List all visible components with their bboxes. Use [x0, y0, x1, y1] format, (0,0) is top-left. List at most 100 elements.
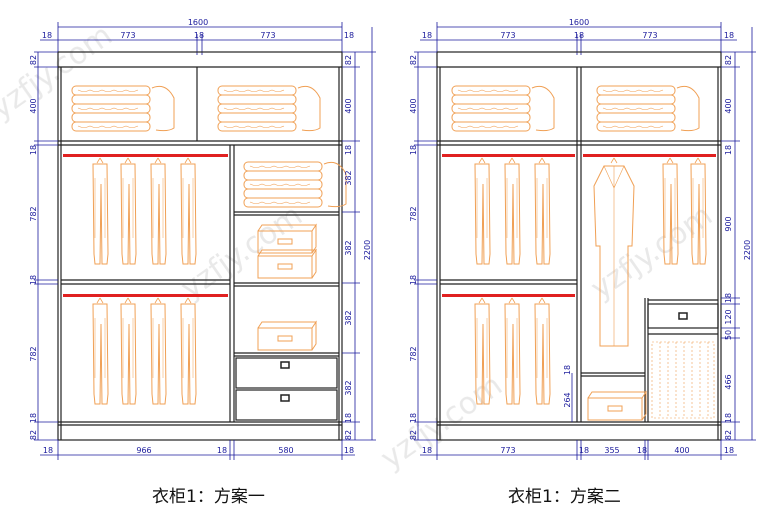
- hanging-rod-b-left-lower: [442, 294, 575, 297]
- watermark-text-2: yzfjy.com: [175, 198, 309, 307]
- dim-left-a-18-1: 18: [29, 145, 38, 155]
- dim-right-b-18-bottom: 18: [724, 413, 733, 423]
- bottom-dimension-lines-a: [40, 440, 355, 460]
- dim-right-a-18-bottom: 18: [344, 413, 353, 423]
- dim-inner-b-18: 18: [563, 365, 572, 375]
- dim-left-a-18-2: 18: [29, 275, 38, 285]
- dim-right-a-382-2: 382: [344, 240, 353, 255]
- dim-right-a-382-4: 382: [344, 380, 353, 395]
- dim-right-a-382-3: 382: [344, 310, 353, 325]
- hanging-rod-b-left-upper: [442, 154, 575, 157]
- dim-right-side-a: 18: [344, 31, 354, 40]
- dim-left-b-82-top: 82: [409, 55, 418, 65]
- dim-seg1-a: 773: [120, 31, 135, 40]
- dim-right-b-18-1: 18: [724, 145, 733, 155]
- dim-total-width-b: 1600: [569, 18, 589, 27]
- left-dimension-lines-b: [414, 51, 573, 441]
- dim-height-b: 2200: [743, 240, 752, 260]
- trousers-a-3: [150, 157, 167, 265]
- coat-b: [593, 157, 635, 347]
- hanging-rod-a-upper: [63, 154, 228, 157]
- drawer-handle-b: [678, 312, 688, 320]
- watermark-text-1: yzfjy.com: [0, 18, 119, 127]
- trousers-b-3: [534, 157, 551, 265]
- dim-left-a-82-bottom: 82: [29, 430, 38, 440]
- dim-right-b-50: 50: [724, 330, 733, 340]
- dim-left-side-a: 18: [42, 31, 52, 40]
- drawer-handle-a1: [280, 361, 290, 369]
- dim-bottom-a-right: 18: [344, 446, 354, 455]
- storage-box-b: [587, 391, 647, 421]
- wardrobe-plan-a: 1600 18 773 18 773 18: [29, 18, 376, 460]
- folded-clothes-a-side: [243, 161, 347, 208]
- dim-left-side-b: 18: [422, 31, 432, 40]
- dim-left-a-82-top: 82: [29, 55, 38, 65]
- dim-height-a: 2200: [363, 240, 372, 260]
- trousers-b-6: [534, 297, 551, 405]
- dim-right-a-400: 400: [344, 98, 353, 113]
- caption-plan-a: 衣柜1：方案一: [152, 487, 265, 507]
- caption-plan-b: 衣柜1：方案二: [508, 487, 621, 507]
- right-dimension-lines-a: [342, 27, 376, 441]
- dim-bottom-b-mid2: 18: [637, 446, 647, 455]
- wardrobe-plan-b: 1600 18 773 18 773 18: [409, 18, 756, 460]
- dim-bottom-b-mid: 18: [579, 446, 589, 455]
- dim-left-b-18-3: 18: [409, 413, 418, 423]
- dim-seg1-b: 773: [500, 31, 515, 40]
- dim-left-b-18-2: 18: [409, 275, 418, 285]
- dim-right-b-82-bottom: 82: [724, 430, 733, 440]
- trousers-b-2: [504, 157, 521, 265]
- dim-left-b-82-bottom: 82: [409, 430, 418, 440]
- dim-bottom-b-773: 773: [500, 446, 515, 455]
- frame-a: [57, 51, 343, 441]
- trousers-b-5: [504, 297, 521, 405]
- dim-total-width-a: 1600: [188, 18, 208, 27]
- dim-right-b-82-top: 82: [724, 55, 733, 65]
- trousers-a-8: [180, 297, 197, 405]
- dim-right-a-82-top: 82: [344, 55, 353, 65]
- dim-right-b-18-2: 18: [724, 293, 733, 303]
- top-dimensions-b: [420, 22, 737, 55]
- dim-bottom-a-580: 580: [278, 446, 293, 455]
- dim-mid-a: 18: [194, 31, 204, 40]
- dim-bottom-b-355: 355: [604, 446, 619, 455]
- dim-seg2-b: 773: [642, 31, 657, 40]
- frame-b: [436, 51, 722, 441]
- dim-bottom-b-left: 18: [422, 446, 432, 455]
- dim-bottom-b-right: 18: [724, 446, 734, 455]
- folded-clothes-b-right: [596, 85, 700, 132]
- dim-bottom-a-left: 18: [43, 446, 53, 455]
- left-dimension-lines-a: [34, 51, 58, 441]
- dim-left-b-400: 400: [409, 98, 418, 113]
- dim-inner-b-264: 264: [563, 392, 572, 407]
- dim-right-a-18-1: 18: [344, 145, 353, 155]
- dim-left-a-782-1: 782: [29, 206, 38, 221]
- hanging-rod-b-right: [583, 154, 716, 157]
- pull-out-basket-b: [651, 341, 715, 419]
- dim-left-b-782-2: 782: [409, 346, 418, 361]
- top-dimensions-a: [40, 22, 343, 55]
- dim-left-a-400: 400: [29, 98, 38, 113]
- dim-right-b-466: 466: [724, 374, 733, 389]
- trousers-a-2: [120, 157, 137, 265]
- trousers-a-4: [180, 157, 197, 265]
- dim-mid-b: 18: [574, 31, 584, 40]
- trousers-a-6: [120, 297, 137, 405]
- dim-bottom-b-400: 400: [674, 446, 689, 455]
- bottom-dimension-lines-b: [420, 440, 737, 460]
- trousers-a-7: [150, 297, 167, 405]
- dim-left-a-782-2: 782: [29, 346, 38, 361]
- dim-seg2-a: 773: [260, 31, 275, 40]
- dim-right-b-120: 120: [724, 309, 733, 324]
- dim-right-a-82-bottom: 82: [344, 430, 353, 440]
- folded-clothes-a-right: [217, 85, 321, 132]
- folded-clothes-b-left: [451, 85, 555, 132]
- dim-right-b-900: 900: [724, 216, 733, 231]
- hanging-rod-a-lower: [63, 294, 228, 297]
- dim-right-b-400: 400: [724, 98, 733, 113]
- trousers-a-5: [92, 297, 109, 405]
- dim-right-side-b: 18: [724, 31, 734, 40]
- storage-box-a-3: [257, 321, 317, 351]
- trousers-b-1: [474, 157, 491, 265]
